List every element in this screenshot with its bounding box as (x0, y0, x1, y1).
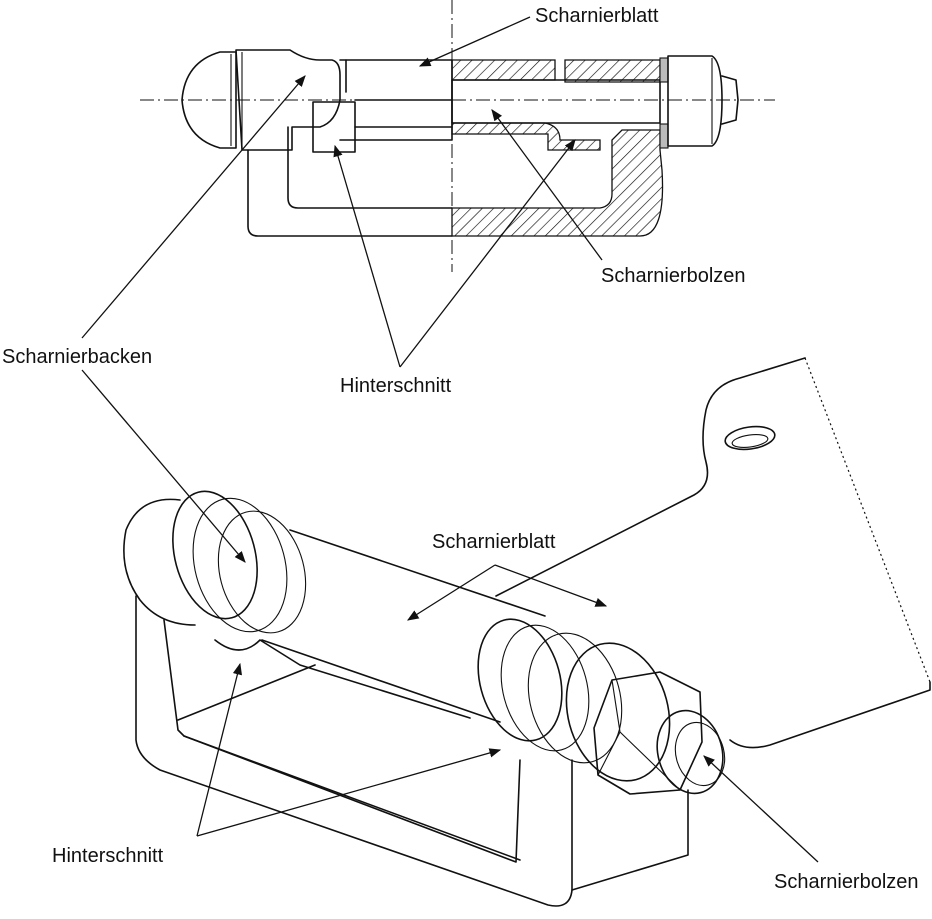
iso-bracket-inner (163, 619, 521, 863)
section-jaw (235, 49, 341, 151)
section-hatch-mid (451, 122, 601, 151)
iso-left-knob (123, 498, 196, 626)
section-bracket-inner (287, 126, 453, 209)
label-blade-top: Scharnierblatt (535, 5, 659, 27)
section-hatch-top (451, 59, 556, 81)
iso-pin-end (656, 709, 724, 795)
label-blade-iso: Scharnierblatt (432, 531, 556, 553)
iso-pin-rod (261, 529, 546, 723)
section-view: Scharnierblatt Scharnierbolzen Scharnier… (2, 0, 775, 563)
iso-blade-hole (724, 425, 776, 451)
iso-blade-plate (495, 357, 806, 597)
iso-bracket-outer (135, 595, 573, 907)
section-pin-end (721, 75, 739, 125)
iso-blade-edge (729, 681, 931, 749)
label-pin-top: Scharnierbolzen (601, 265, 746, 287)
section-hatch-top-right (564, 59, 661, 83)
label-pin-iso: Scharnierbolzen (774, 871, 919, 893)
iso-hex-nut (593, 671, 703, 795)
section-bracket-outer (247, 149, 453, 237)
section-cap (181, 51, 237, 149)
isometric-view: Scharnierblatt Hinterschnitt Scharnierbo… (52, 357, 931, 907)
iso-right-knuckle (477, 618, 563, 742)
label-undercut-iso: Hinterschnitt (52, 845, 164, 867)
section-nut (667, 55, 723, 147)
section-hatch-bottom (451, 129, 664, 237)
label-jaw: Scharnierbacken (2, 346, 152, 368)
label-undercut-top: Hinterschnitt (340, 375, 452, 397)
